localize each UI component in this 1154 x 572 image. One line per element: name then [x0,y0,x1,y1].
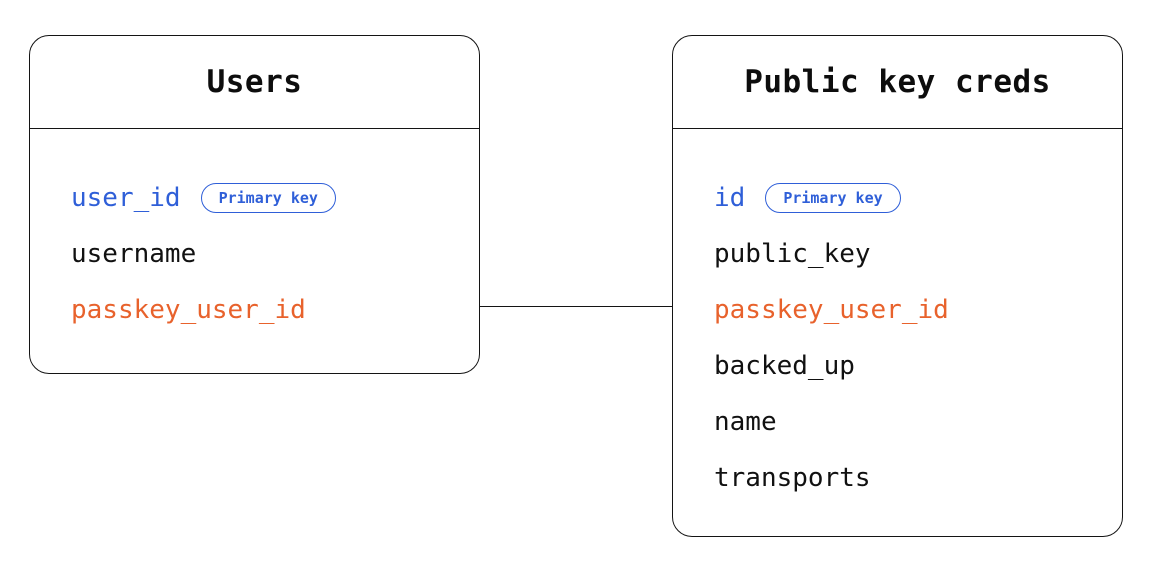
field-name-username: username [71,239,197,269]
field-name-name: name [714,407,777,437]
field-row[interactable]: user_id Primary key [30,170,479,226]
entity-users[interactable]: Users user_id Primary key username passk… [29,35,480,374]
field-row[interactable]: public_key [673,226,1122,282]
entity-public-key-creds-header: Public key creds [673,36,1122,129]
field-row[interactable]: id Primary key [673,170,1122,226]
field-name-public-key: public_key [714,239,871,269]
field-row[interactable]: passkey_user_id [673,282,1122,338]
entity-users-title: Users [206,64,303,100]
field-row[interactable]: name [673,394,1122,450]
field-row[interactable]: backed_up [673,338,1122,394]
field-name-user-id: user_id [71,183,181,213]
primary-key-badge: Primary key [200,183,336,213]
field-name-passkey-user-id: passkey_user_id [71,295,306,325]
field-name-transports: transports [714,463,871,493]
field-row[interactable]: username [30,226,479,282]
field-name-id: id [714,183,746,213]
relationship-connector-users-public-key-creds [479,306,673,307]
entity-public-key-creds[interactable]: Public key creds id Primary key public_k… [672,35,1123,537]
field-name-backed-up: backed_up [714,351,855,381]
entity-users-divider [29,128,480,129]
entity-users-header: Users [30,36,479,129]
field-row[interactable]: passkey_user_id [30,282,479,338]
entity-users-field-list: user_id Primary key username passkey_use… [30,129,479,373]
field-row[interactable]: transports [673,450,1122,506]
field-name-passkey-user-id: passkey_user_id [714,295,949,325]
primary-key-badge: Primary key [765,183,901,213]
entity-public-key-creds-divider [672,128,1123,129]
entity-public-key-creds-title: Public key creds [744,64,1051,100]
entity-public-key-creds-field-list: id Primary key public_key passkey_user_i… [673,129,1122,536]
